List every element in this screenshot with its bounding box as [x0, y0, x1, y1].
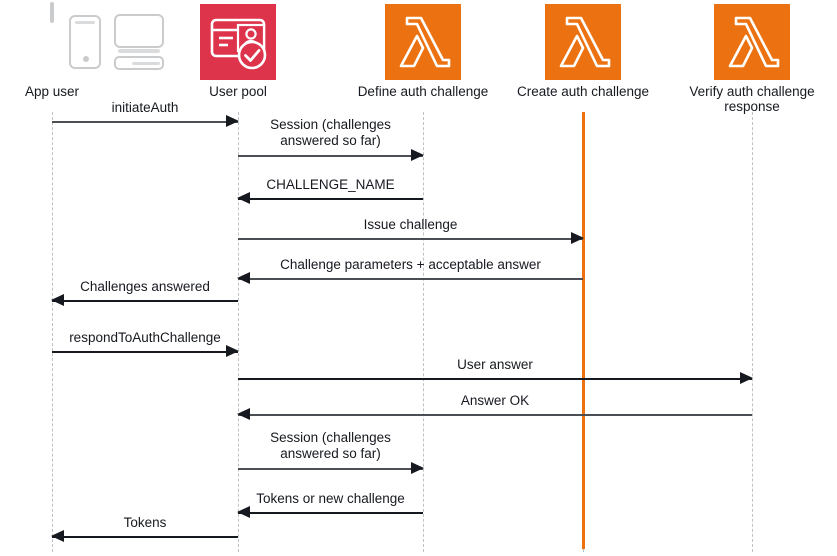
message-label-issue-challenge: Issue challenge: [363, 217, 458, 232]
arrowhead-left-icon: [51, 294, 64, 306]
lambda-icon: [714, 4, 790, 80]
message-label-session-2: Session (challenges answered so far): [270, 430, 391, 461]
participant-label-user-pool: User pool: [209, 84, 267, 99]
participant-label-app-user: App user: [24, 84, 80, 99]
arrowhead-left-icon: [237, 272, 250, 284]
lifeline-verify-auth: [752, 112, 753, 552]
message-label-respond-to-auth: respondToAuthChallenge: [69, 330, 221, 345]
arrowhead-right-icon: [411, 149, 424, 161]
participant-icon-verify-auth: [714, 4, 790, 80]
lifeline-app-user: [52, 112, 53, 552]
message-label-challenges-answered: Challenges answered: [80, 279, 210, 294]
arrowhead-left-icon: [237, 192, 250, 204]
message-line-issue-challenge: [238, 238, 583, 240]
lambda-icon: [385, 4, 461, 80]
message-label-session-1: Session (challenges answered so far): [270, 117, 391, 148]
message-line-challenge-name: [238, 198, 423, 200]
participant-icon-create-auth: [545, 4, 621, 80]
message-line-user-answer: [238, 378, 752, 380]
participant-define-auth: Define auth challenge: [355, 4, 491, 99]
lifeline-user-pool: [238, 112, 239, 552]
message-label-tokens: Tokens: [123, 515, 167, 530]
participant-label-create-auth: Create auth challenge: [516, 84, 650, 99]
message-label-initiate-auth: initiateAuth: [111, 100, 179, 115]
arrowhead-right-icon: [571, 232, 584, 244]
user-pool-icon: [200, 4, 276, 80]
monitor-icon: [114, 14, 164, 48]
message-label-user-answer: User answer: [457, 357, 533, 372]
message-label-challenge-parameters: Challenge parameters + acceptable answer: [280, 257, 541, 272]
arrowhead-right-icon: [226, 345, 239, 357]
message-line-respond-to-auth: [52, 351, 238, 353]
participant-icon-define-auth: [385, 4, 461, 80]
participant-icon-app-user: [0, 2, 164, 80]
participant-label-define-auth: Define auth challenge: [357, 84, 489, 99]
arrowhead-right-icon: [411, 462, 424, 474]
arrowhead-left-icon: [51, 530, 64, 542]
arrowhead-right-icon: [740, 372, 753, 384]
participant-create-auth: Create auth challenge: [515, 4, 651, 99]
message-line-tokens: [52, 536, 238, 538]
participant-verify-auth: Verify auth challenge response: [684, 4, 820, 114]
participant-icon-user-pool: [200, 4, 276, 80]
message-label-challenge-name: CHALLENGE_NAME: [266, 177, 395, 192]
participant-app-user: App user: [0, 2, 164, 99]
devices-icon: [50, 2, 164, 70]
lifeline-define-auth: [423, 112, 424, 552]
message-line-challenges-answered: [52, 300, 238, 302]
message-line-initiate-auth: [52, 121, 238, 123]
message-line-session-1: [238, 155, 423, 157]
participant-label-verify-auth: Verify auth challenge response: [689, 84, 815, 114]
arrowhead-left-icon: [237, 506, 250, 518]
arrowhead-right-icon: [226, 115, 239, 127]
arrowhead-left-icon: [237, 408, 250, 420]
message-label-answer-ok: Answer OK: [460, 393, 530, 408]
message-line-tokens-or-new-challenge: [238, 512, 423, 514]
lambda-icon: [545, 4, 621, 80]
message-label-tokens-or-new-challenge: Tokens or new challenge: [256, 491, 405, 506]
message-line-challenge-parameters: [238, 278, 583, 280]
monitor-stand: [118, 49, 160, 53]
activation-bar-create-auth: [582, 112, 585, 549]
phone-icon: [69, 15, 101, 69]
message-line-answer-ok: [238, 414, 752, 416]
keyboard-icon: [114, 56, 164, 70]
participant-user-pool: User pool: [170, 4, 306, 99]
message-line-session-2: [238, 468, 423, 470]
